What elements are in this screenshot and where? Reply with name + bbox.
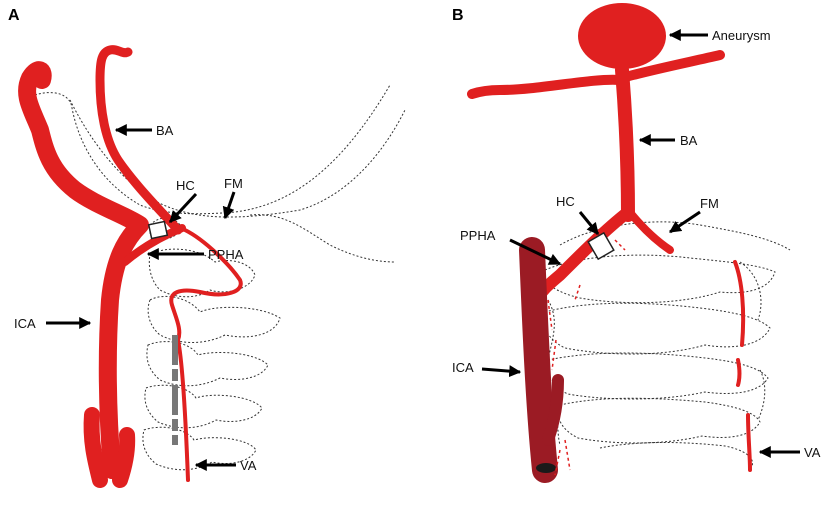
panel-b-ica-external (542, 374, 564, 446)
panel-b-hc-label: HC (556, 194, 575, 209)
panel-a-hc-arrow (168, 192, 198, 224)
panel-a-ba-vessel (95, 45, 183, 235)
panel-a-c5 (142, 426, 257, 471)
panel-a-fm-label: FM (224, 176, 243, 191)
panel-b-right-va-branch (624, 206, 674, 254)
panel-b-axis (543, 302, 771, 355)
panel-a-atlas (148, 248, 256, 298)
panel-b-aneurysm (578, 3, 666, 69)
panel-a-ica-label: ICA (14, 316, 36, 331)
panel-b-va-upper (733, 260, 746, 347)
panel-a-c4 (144, 384, 263, 429)
panel-b-arrows (481, 29, 800, 458)
panel-b-va-lower (746, 413, 752, 472)
panel-b-ba-label: BA (680, 133, 698, 148)
panel-a-hc-label: HC (176, 178, 195, 193)
panel-b-va-label: VA (804, 445, 821, 460)
panel-b-ba-vessel (615, 63, 635, 222)
panel-b-ppha-vessel (532, 206, 634, 306)
panel-b-fm-arrow (669, 210, 701, 234)
panel-b-dashed-traces (547, 239, 626, 476)
panel-a-ica-lower-branch-2 (112, 427, 136, 488)
panel-b-aneurysm-label: Aneurysm (712, 28, 771, 43)
panel-b-c5 (599, 442, 754, 467)
panel-a-ica-lower-branch (83, 407, 108, 488)
panel-b-right-pca (617, 50, 725, 83)
panel-b-ppha-label: PPHA (460, 228, 496, 243)
panel-a-occipital (249, 214, 396, 263)
panel-b-fm-label: FM (700, 196, 719, 211)
panel-b-letter: B (452, 7, 464, 24)
panel-b-ica-arrow (481, 365, 522, 378)
panel-b-ppha-arrow (509, 238, 562, 266)
panel-b-hc-marker (587, 231, 615, 261)
panel-a-arteries (18, 45, 243, 488)
panel-b-arteries (467, 3, 752, 483)
panel-a-ppha-vessel (121, 224, 186, 266)
panel-a-ba-label: BA (156, 123, 174, 138)
panel-b-hc-arrow (578, 211, 600, 235)
panel-a-arrows (46, 124, 236, 471)
panel-a-va-label: VA (240, 458, 257, 473)
panel-b-lateral-right (739, 261, 766, 421)
panel-b-va-mid (736, 358, 742, 387)
panel-b-ica-lumen (536, 463, 556, 473)
panel-b-left-pca (467, 74, 625, 99)
panel-b-atlas (543, 254, 776, 304)
panel-b-ica-vessel (519, 237, 558, 483)
panel-a-letter: A (8, 7, 20, 24)
panel-b-ica-label: ICA (452, 360, 474, 375)
panel-a-axis (147, 296, 281, 343)
panel-b-c4 (557, 397, 761, 444)
panel-b-c3 (545, 352, 769, 400)
panel-b: B (452, 3, 821, 483)
panel-a-c3 (146, 341, 269, 387)
panel-a-fm-arrow (222, 191, 236, 220)
panel-a: A (8, 7, 406, 488)
panel-a-ica-vessel (18, 61, 149, 479)
panel-a-hc-marker (147, 220, 169, 240)
panel-a-ppha-label: PPHA (208, 247, 244, 262)
panel-a-va-vessel (169, 228, 243, 482)
